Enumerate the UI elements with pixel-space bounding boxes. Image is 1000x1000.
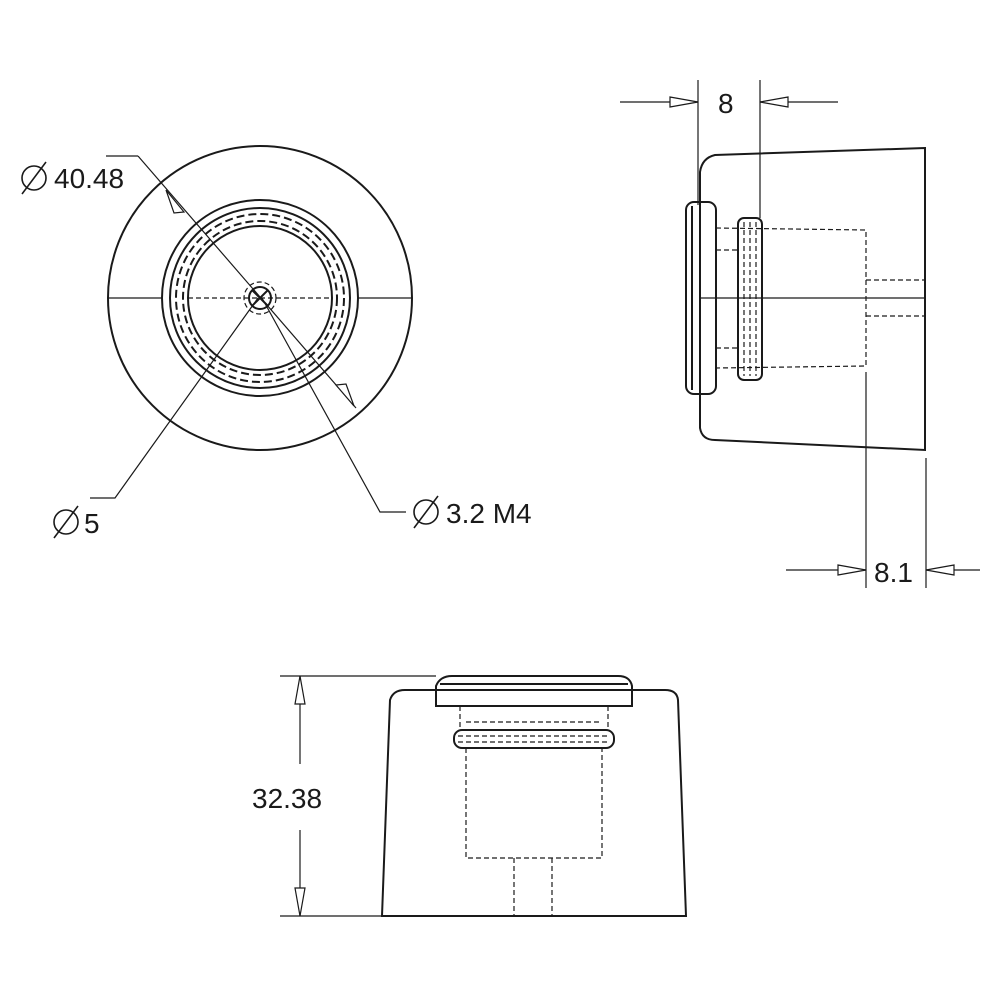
front-view [280, 675, 688, 917]
side-bottom-dimension: 8.1 [874, 557, 913, 588]
hidden-thread-inner [182, 220, 338, 376]
height-arrow-bottom [294, 887, 306, 917]
outer-diameter-value: 40.48 [54, 163, 124, 194]
thread-hidden-circle [243, 281, 277, 315]
dim81-arrow-left [837, 564, 867, 576]
dim8-arrow-right [759, 96, 789, 108]
inner-diameter-label: 5 [53, 505, 100, 539]
front-thread-band [453, 729, 615, 749]
screw-hole-label: 3.2 M4 [413, 495, 532, 529]
outer-diameter-dim-line [137, 155, 357, 409]
inner-diameter-value: 5 [84, 508, 100, 539]
front-hidden-cup [465, 748, 603, 859]
side-thread-ring [737, 217, 763, 381]
screw-hole-value: 3.2 M4 [446, 498, 532, 529]
inner-diameter-leader [90, 297, 259, 499]
outer-diameter-label: 40.48 [21, 161, 124, 195]
diameter-slash [21, 161, 47, 195]
side-top-dimension: 8 [718, 88, 734, 119]
diameter-slash [53, 505, 79, 539]
side-view [620, 80, 980, 588]
front-height-dimension: 32.38 [252, 783, 322, 814]
side-body-outline [699, 146, 926, 452]
top-view [90, 145, 413, 513]
front-body-outline [380, 689, 688, 917]
diameter-symbol-icon [413, 499, 439, 525]
outer-dim-arrow-start [165, 189, 186, 214]
dim8-arrow-left [669, 96, 699, 108]
dim81-arrow-right [925, 564, 955, 576]
base-ring-inner [169, 207, 351, 389]
outer-dim-arrow-end [334, 383, 355, 407]
front-hidden-neck [459, 706, 609, 730]
height-arrow-top [294, 675, 306, 705]
diameter-symbol-icon [21, 165, 47, 191]
hidden-thread-outer [175, 213, 345, 383]
diameter-symbol-icon [53, 509, 79, 535]
front-top-cap [435, 675, 633, 707]
diameter-slash [413, 495, 439, 529]
base-ring-outer [161, 199, 359, 397]
front-hidden-bore [513, 858, 553, 916]
screw-hole-circle [248, 286, 272, 310]
screw-hole-leader [261, 297, 406, 513]
